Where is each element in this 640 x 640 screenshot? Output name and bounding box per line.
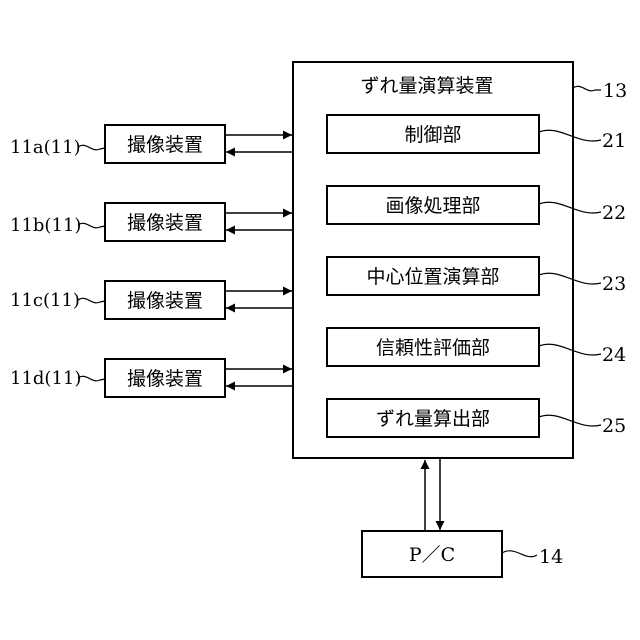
ref-leader-11c bbox=[78, 298, 105, 303]
ref-11c: 11c(11) bbox=[10, 290, 80, 311]
ref-14: 14 bbox=[539, 546, 563, 568]
ref-leader-21 bbox=[539, 130, 601, 141]
ref-leader-14 bbox=[502, 551, 537, 557]
ref-21: 21 bbox=[602, 130, 626, 152]
ref-11b: 11b(11) bbox=[10, 215, 81, 236]
ref-leader-24 bbox=[539, 344, 601, 355]
control-unit-label: 制御部 bbox=[404, 124, 461, 146]
pc-label: P／C bbox=[409, 544, 455, 566]
ref-leader-23 bbox=[539, 273, 601, 284]
ref-leader-22 bbox=[539, 202, 601, 213]
ref-13: 13 bbox=[603, 80, 627, 102]
ref-leader-25 bbox=[539, 415, 601, 426]
ref-22: 22 bbox=[602, 202, 626, 224]
ref-leader-11d bbox=[78, 376, 105, 381]
ref-25: 25 bbox=[602, 415, 626, 437]
camera-label-11d: 撮像装置 bbox=[127, 368, 203, 390]
camera-label-11b: 撮像装置 bbox=[127, 212, 203, 234]
ref-24: 24 bbox=[602, 344, 626, 366]
ref-23: 23 bbox=[602, 273, 626, 295]
image-processing-unit-label: 画像処理部 bbox=[385, 195, 480, 217]
ref-leader-13 bbox=[573, 86, 601, 91]
ref-11a: 11a(11) bbox=[10, 137, 81, 158]
camera-label-11a: 撮像装置 bbox=[127, 134, 203, 156]
ref-leader-11b bbox=[78, 223, 105, 228]
reliability-evaluation-unit-label: 信頼性評価部 bbox=[376, 337, 490, 359]
ref-11d: 11d(11) bbox=[10, 368, 81, 389]
center-position-unit-label: 中心位置演算部 bbox=[366, 266, 499, 288]
camera-label-11c: 撮像装置 bbox=[127, 290, 203, 312]
shift-calculation-unit-label: ずれ量算出部 bbox=[376, 408, 490, 430]
ref-leader-11a bbox=[78, 145, 105, 150]
shift-computing-device-title: ずれ量演算装置 bbox=[360, 75, 493, 97]
